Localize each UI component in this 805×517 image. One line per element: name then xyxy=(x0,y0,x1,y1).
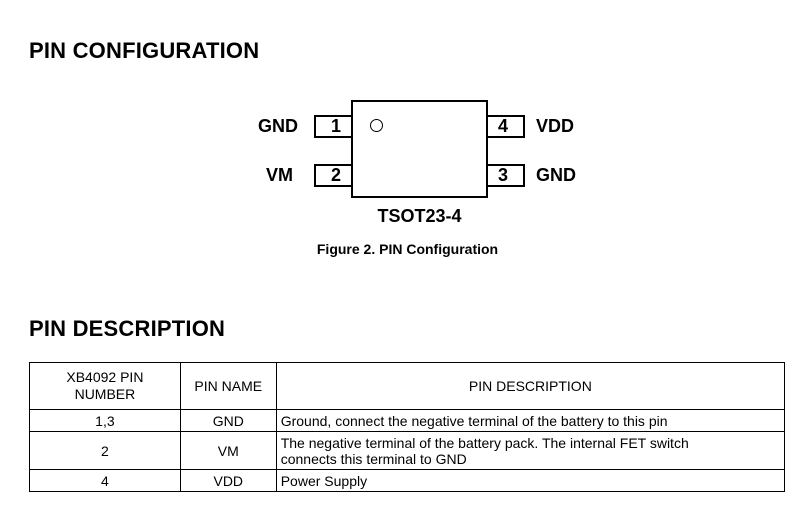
pin-4-box: 4 xyxy=(488,115,525,138)
cell-pin-name: VDD xyxy=(179,469,277,492)
pin-1-label: GND xyxy=(258,116,298,136)
pin-3-box: 3 xyxy=(488,164,525,187)
cell-pin-number: 1,3 xyxy=(29,409,181,432)
pin-description-heading: PIN DESCRIPTION xyxy=(29,316,226,341)
cell-pin-number: 2 xyxy=(29,431,181,470)
table-row: 2 VM The negative terminal of the batter… xyxy=(29,431,786,470)
package-body xyxy=(351,100,488,198)
header-pin-description: PIN DESCRIPTION xyxy=(275,362,786,410)
pin-2-box: 2 xyxy=(314,164,351,187)
table-row: 4 VDD Power Supply xyxy=(29,469,786,492)
pin-description-table: XB4092 PIN NUMBER PIN NAME PIN DESCRIPTI… xyxy=(29,362,786,492)
pin-3-label: GND xyxy=(536,165,576,185)
pin-2-label: VM xyxy=(266,165,293,185)
pin-1-box: 1 xyxy=(314,115,351,138)
description-line-2: connects this terminal to GND xyxy=(280,450,467,467)
cell-pin-name: VM xyxy=(179,431,277,470)
package-name: TSOT23-4 xyxy=(377,206,462,226)
table-header-row: XB4092 PIN NUMBER PIN NAME PIN DESCRIPTI… xyxy=(29,362,786,410)
figure-caption: Figure 2. PIN Configuration xyxy=(316,241,499,257)
table-row: 1,3 GND Ground, connect the negative ter… xyxy=(29,409,786,432)
pin-4-label: VDD xyxy=(536,116,575,136)
cell-pin-name: GND xyxy=(179,409,277,432)
header-pin-number: XB4092 PIN NUMBER xyxy=(29,362,181,410)
pin-1-marker-icon xyxy=(370,119,383,132)
cell-pin-description: The negative terminal of the battery pac… xyxy=(275,431,786,470)
description-line-1: The negative terminal of the battery pac… xyxy=(280,434,689,451)
header-pin-name: PIN NAME xyxy=(179,362,277,410)
header-pin-number-line-1: XB4092 PIN xyxy=(66,369,144,385)
cell-pin-description: Ground, connect the negative terminal of… xyxy=(275,409,786,432)
header-pin-number-line-2: NUMBER xyxy=(74,386,136,402)
cell-pin-number: 4 xyxy=(29,469,181,492)
cell-pin-description: Power Supply xyxy=(275,469,786,492)
pin-configuration-heading: PIN CONFIGURATION xyxy=(29,38,260,63)
